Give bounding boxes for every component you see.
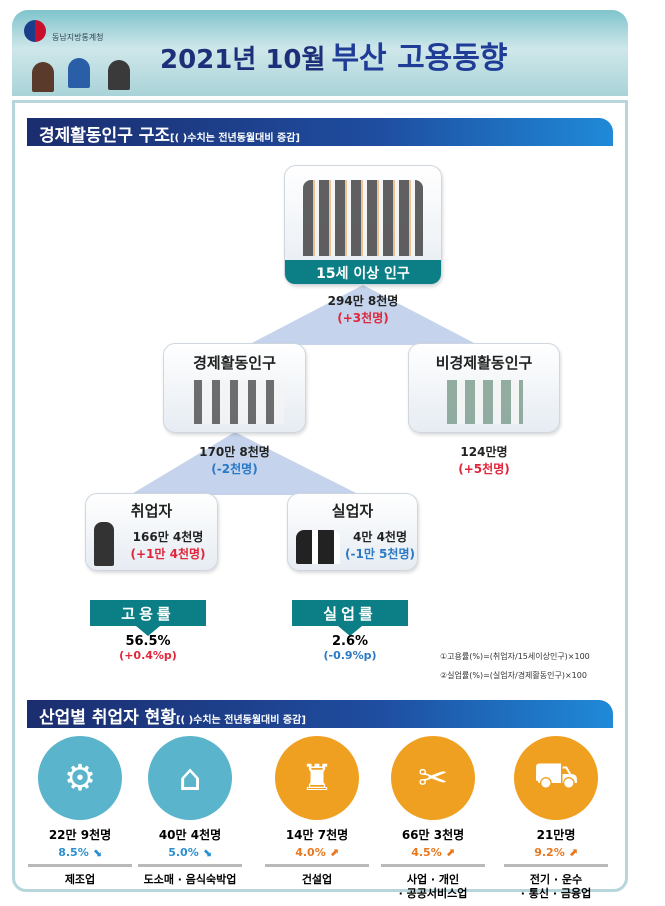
formula-note: ②실업률(%)=(실업자/경제활동인구)×100	[440, 671, 587, 680]
industry-item: ⌂ 40만 4천명 5.0% ⬊ 도소매 · 음식숙박업	[130, 736, 250, 887]
econ-active-change: (-2천명)	[211, 462, 258, 476]
government-logo-icon	[24, 20, 46, 42]
pyramid-bottom	[130, 432, 360, 495]
unemployment-rate-change: (-0.9%p)	[323, 649, 377, 662]
unemployed-card: 실업자 4만 4천명 (-1만 5천명)	[287, 493, 418, 571]
industry-item: ⛟ 21만명 9.2% ⬈ 전기 · 운수 · 통신 · 금융업	[496, 736, 616, 901]
industry-value: 40만 4천명	[158, 828, 222, 842]
people-group-icon	[303, 180, 423, 256]
worker-icon	[94, 522, 114, 566]
industry-name: 전기 · 운수 · 통신 · 금융업	[520, 873, 592, 900]
unemployed-change: (-1만 5천명)	[345, 547, 415, 561]
crane-icon: ♜	[275, 736, 359, 820]
industry-value: 14만 7천명	[285, 828, 349, 842]
arrow-down-icon: ⬊	[202, 846, 212, 859]
divider	[265, 864, 369, 867]
arrow-up-icon: ⬈	[329, 846, 339, 859]
unemployed-label: 실업자	[331, 502, 374, 520]
employment-rate-label: 고용률	[90, 600, 206, 626]
employment-rate-value: 56.5%	[125, 634, 171, 649]
elderly-people-icon	[447, 380, 523, 424]
divider	[28, 864, 132, 867]
industry-value: 66만 3천명	[401, 828, 465, 842]
section-header-population: 경제활동인구 구조[( )수치는 전년동월대비 증감]	[27, 118, 613, 146]
employed-card: 취업자 166만 4천명 (+1만 4천명)	[85, 493, 218, 571]
industry-item: ✂ 66만 3천명 4.5% ⬈ 사업 · 개인 · 공공서비스업	[373, 736, 493, 901]
store-icon: ⌂	[148, 736, 232, 820]
formula-note: ①고용률(%)=(취업자/15세이상인구)×100	[440, 652, 590, 661]
industry-name: 제조업	[64, 873, 96, 886]
pyramid-top	[248, 285, 478, 345]
truck-icon: ⛟	[514, 736, 598, 820]
arrow-up-icon: ⬈	[568, 846, 578, 859]
arrow-down-icon: ⬊	[92, 846, 102, 859]
section-header-industry: 산업별 취업자 현황[( )수치는 전년동월대비 증감]	[27, 700, 613, 728]
office-workers-icon	[194, 380, 284, 424]
job-seekers-icon	[296, 530, 340, 564]
org-name: 동남지방통계청	[52, 33, 104, 42]
divider	[138, 864, 242, 867]
industry-name: 도소매 · 음식숙박업	[143, 873, 237, 886]
employed-change: (+1만 4천명)	[130, 547, 206, 561]
population-15-value: 294만 8천명	[327, 294, 399, 308]
unemployment-rate-box: 실업률 2.6% (-0.9%p)	[292, 600, 408, 674]
people-illustration-icon	[24, 52, 144, 94]
econ-active-value: 170만 8천명	[199, 445, 270, 459]
employment-rate-box: 고용률 56.5% (+0.4%p)	[90, 600, 206, 674]
industry-pct: 4.0% ⬈	[295, 846, 339, 859]
employed-label: 취업자	[130, 502, 173, 520]
industry-pct: 4.5% ⬈	[411, 846, 455, 859]
population-15-label: 15세 이상 인구	[285, 260, 441, 284]
industry-value: 22만 9천명	[48, 828, 112, 842]
industry-item: ⚙ 22만 9천명 8.5% ⬊ 제조업	[20, 736, 140, 887]
industry-pct: 9.2% ⬈	[534, 846, 578, 859]
non-econ-active-change: (+5천명)	[458, 462, 510, 476]
population-15-card: 15세 이상 인구	[284, 165, 442, 285]
econ-active-label: 경제활동인구	[193, 354, 276, 372]
unemployed-value: 4만 4천명	[353, 530, 407, 544]
divider	[381, 864, 485, 867]
unemployment-rate-value: 2.6%	[331, 634, 369, 649]
non-econ-active-label: 비경제활동인구	[435, 354, 533, 372]
unemployment-rate-label: 실업률	[292, 600, 408, 626]
industry-pct: 8.5% ⬊	[58, 846, 102, 859]
econ-active-card: 경제활동인구	[163, 343, 306, 433]
industry-name: 사업 · 개인 · 공공서비스업	[398, 873, 468, 900]
industry-value: 21만명	[536, 828, 576, 842]
non-econ-active-card: 비경제활동인구	[408, 343, 560, 433]
non-econ-active-value: 124만명	[460, 445, 508, 459]
employed-value: 166만 4천명	[132, 530, 204, 544]
employment-rate-change: (+0.4%p)	[119, 649, 177, 662]
divider	[504, 864, 608, 867]
arrow-up-icon: ⬈	[445, 846, 455, 859]
industry-item: ♜ 14만 7천명 4.0% ⬈ 건설업	[257, 736, 377, 887]
population-15-change: (+3천명)	[337, 311, 389, 325]
service-icon: ✂	[391, 736, 475, 820]
industry-pct: 5.0% ⬊	[168, 846, 212, 859]
industry-name: 건설업	[301, 873, 333, 886]
gear-person-icon: ⚙	[38, 736, 122, 820]
